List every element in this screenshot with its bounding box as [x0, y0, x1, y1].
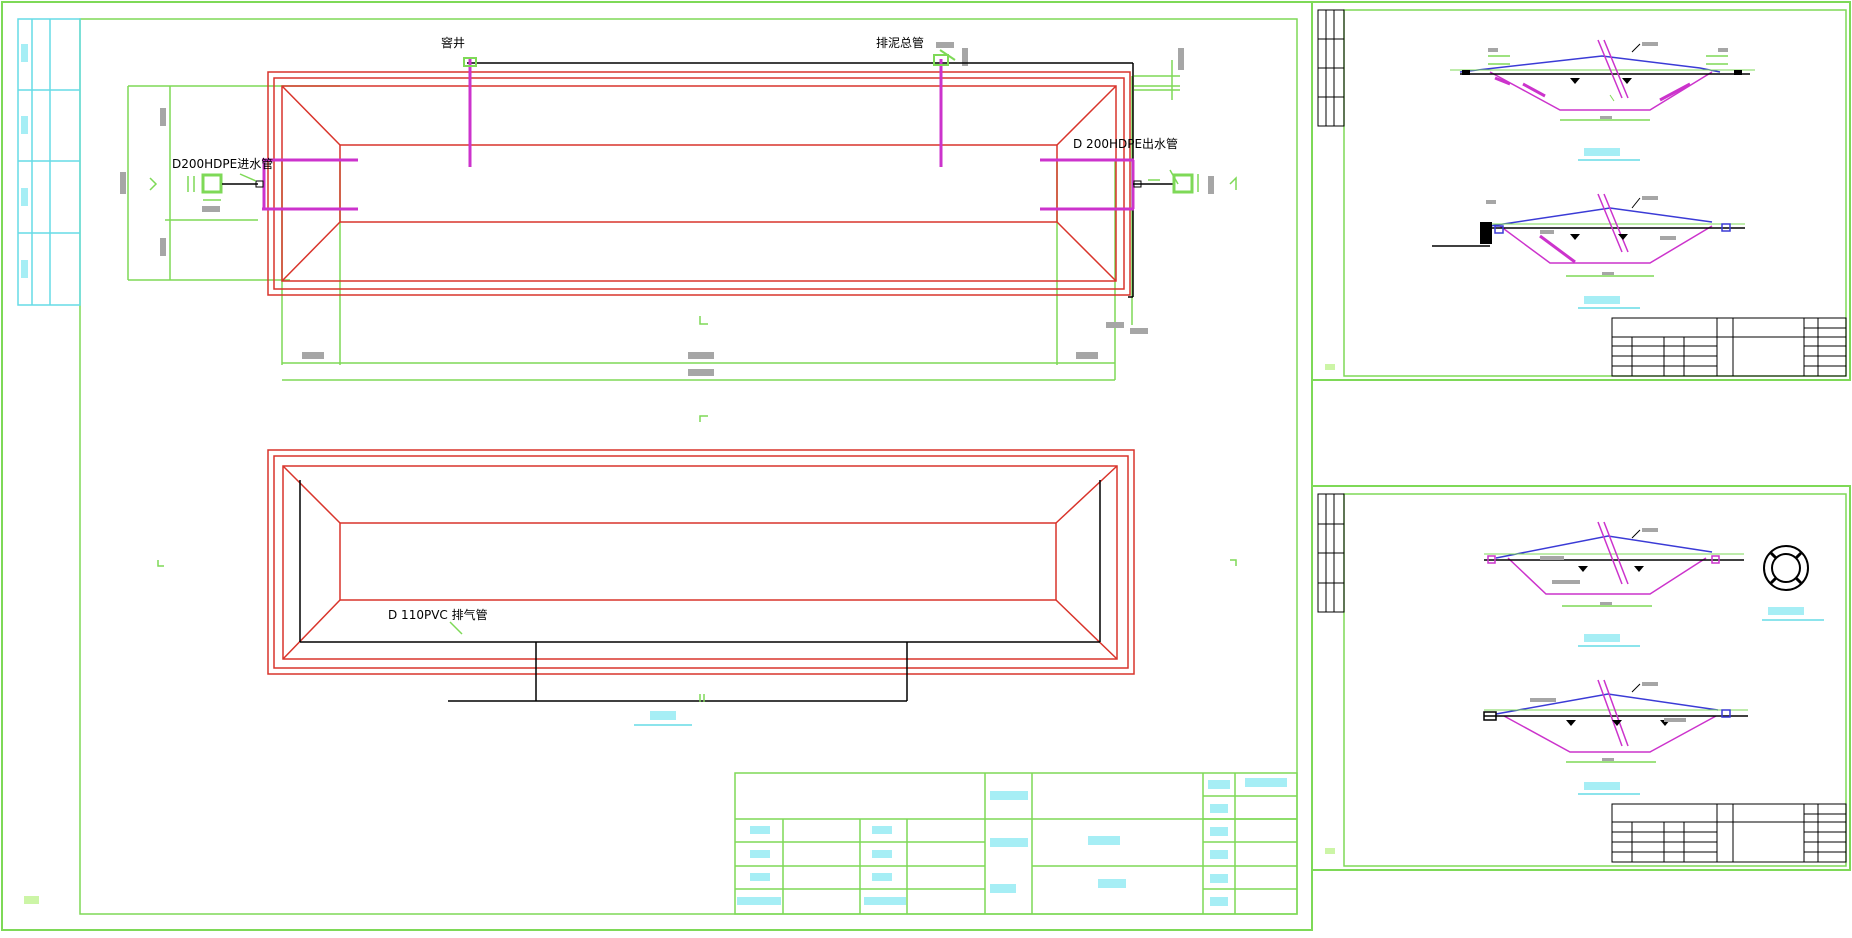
section-sheet-bottom-outer-border [1311, 485, 1851, 871]
main-sheet-outer-border [1, 1, 1313, 931]
section-sheet-top-inner-border [1343, 9, 1847, 377]
pond-plan-view: 窨井 排泥总管 D200HDPE进水管 D 200HDPE出水管 [120, 35, 1237, 567]
sludge-main-pipe-label: 排泥总管 [876, 35, 924, 50]
sludge-main-pipe-line [467, 62, 1134, 298]
main-title-block [734, 772, 1298, 915]
cross-section-c [1484, 521, 1744, 647]
plan-pond-outline [267, 71, 1131, 296]
vent-leader [449, 621, 705, 702]
round-detail [1762, 545, 1824, 621]
outlet-pipe-label: D 200HDPE出水管 [1073, 136, 1178, 151]
section-top-title-block [1611, 317, 1847, 377]
vent-plan-pond-outline [267, 449, 1135, 675]
main-sheet-inner-border [79, 18, 1298, 915]
vent-pipe-lines [299, 480, 1101, 702]
vent-view-caption-placeholder [650, 711, 676, 720]
corner-marks [149, 176, 1237, 567]
section-sheet-top-outer-border [1311, 1, 1851, 381]
well-fitting [463, 49, 956, 67]
plan-dimension-lines [127, 60, 1180, 381]
outlet-fitting [1133, 169, 1199, 194]
plan-pipes [262, 59, 1135, 211]
cross-section-a [1450, 39, 1755, 161]
section-sheet-bottom-inner-border [1343, 493, 1847, 867]
inlet-fitting [187, 173, 264, 201]
section-top-binding [1317, 9, 1345, 127]
plan-dimension-placeholders [120, 42, 1214, 376]
vent-pipe-label: D 110PVC 排气管 [388, 607, 488, 622]
title-block-placeholders [737, 778, 1287, 906]
cross-section-b [1432, 193, 1745, 309]
section-bottom-title-block [1611, 803, 1847, 863]
main-sheet: 窨井 排泥总管 D200HDPE进水管 D 200HDPE出水管 [1, 1, 1313, 931]
vent-pipe-plan-view: D 110PVC 排气管 [267, 449, 1135, 726]
inspection-well-label: 窨井 [441, 35, 465, 50]
section-sheet-bottom [1311, 485, 1851, 871]
inlet-leader-line [239, 173, 257, 182]
binding-strip [17, 18, 81, 306]
sheet-stamp-mark [24, 896, 39, 904]
section-sheet-top [1311, 1, 1851, 381]
cross-section-d [1483, 679, 1748, 795]
inlet-pipe-label: D200HDPE进水管 [172, 156, 273, 171]
section-bottom-binding [1317, 493, 1345, 613]
